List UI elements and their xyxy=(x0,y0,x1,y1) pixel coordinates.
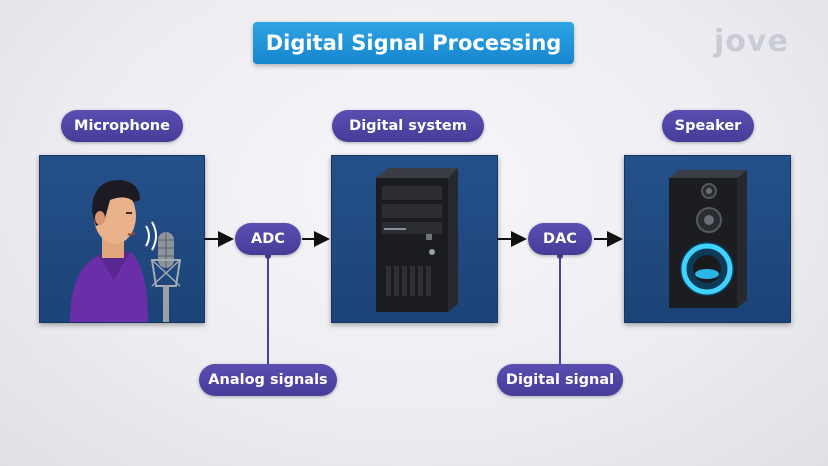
computer-tower-icon xyxy=(376,168,458,312)
digital-system-panel xyxy=(331,155,498,323)
analog-signals-label: Analog signals xyxy=(199,364,337,396)
jove-logo: jove xyxy=(714,24,789,59)
microphone-panel xyxy=(39,155,205,323)
digital-signal-label: Digital signal xyxy=(497,364,623,396)
person-with-microphone-icon xyxy=(70,180,182,322)
diagram-title: Digital Signal Processing xyxy=(253,22,574,64)
speaker-panel xyxy=(624,155,791,323)
loudspeaker-icon xyxy=(669,170,747,308)
digital-system-label: Digital system xyxy=(332,110,484,142)
dac-node: DAC xyxy=(528,223,592,255)
speaker-label: Speaker xyxy=(662,110,754,142)
microphone-label: Microphone xyxy=(61,110,183,142)
adc-node: ADC xyxy=(235,223,301,255)
